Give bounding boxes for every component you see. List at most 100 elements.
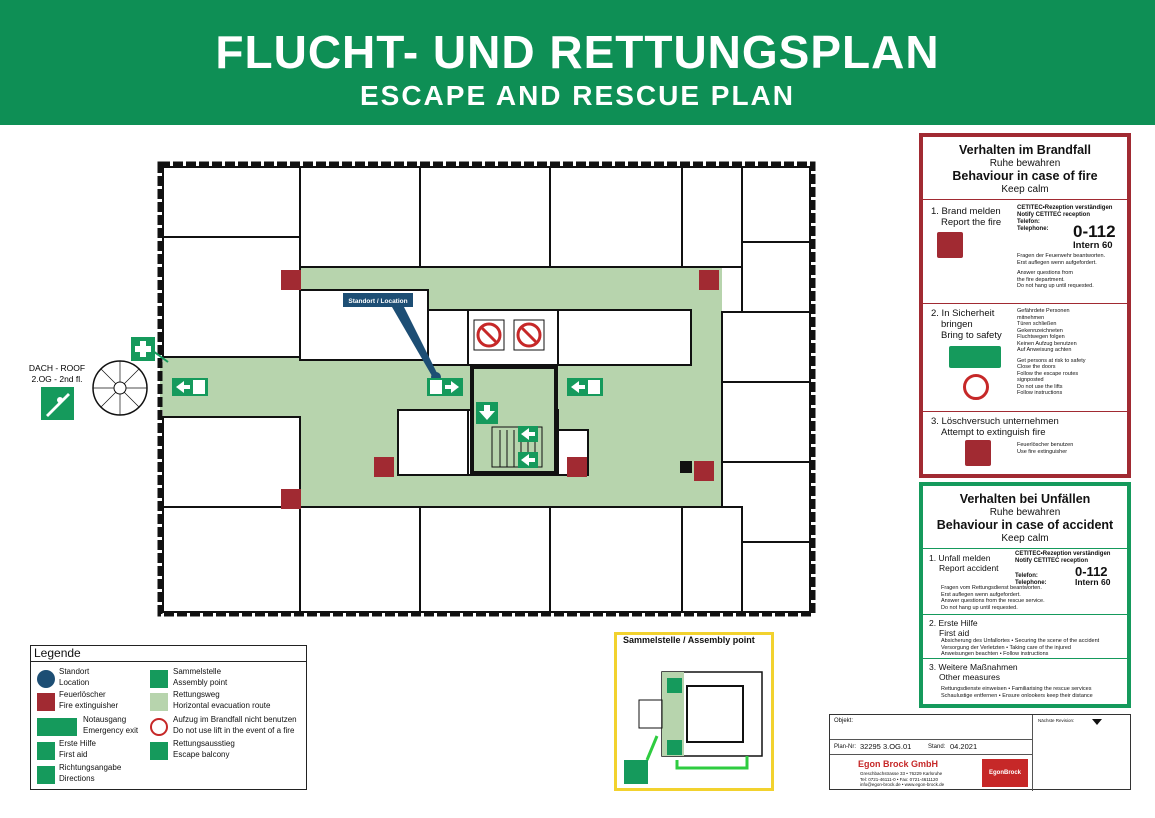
note-line: Answer questions from [1017,270,1073,276]
direction-arrow-icon [37,766,55,784]
fire-extinguisher-sign [374,457,394,477]
legend-label: Fire extinguisher [59,701,119,710]
acc-section-firstaid: 2. Erste Hilfe First aid Absicherung des… [923,615,1127,659]
legend-label: Horizontal evacuation route [173,701,271,710]
building-outer-wall [157,161,816,617]
direction-arrow-left [518,452,538,468]
acc-note: Do not hang up until requested. [941,604,1018,611]
exit-sign-center [427,378,463,396]
assembly-sketch [624,671,763,784]
revision-label: Nächste Revision: [1038,718,1075,723]
legend-title: Legende [31,646,306,662]
legend-label: Rettungsausstieg [173,739,235,748]
safety-line: Auf Anweisung achten [1017,347,1072,353]
notify-en: Notify CETITEC reception [1017,212,1091,218]
extinguish-title-en: Attempt to extinguish fire [941,427,1046,438]
legend-label: Sammelstelle [173,667,222,676]
location-icon [37,670,55,688]
fire-extinguisher-sign [567,457,587,477]
intern-number: Intern 60 [1073,240,1113,251]
note-line: the fire department. [1017,276,1065,283]
fire-phone-icon [937,232,963,258]
address-line: Tel: 0721-46111-0 • Fax: 0721-4611120 [860,776,939,782]
report-acc-de: 1. Unfall melden [929,553,991,563]
plan-label: Plan-Nr: [834,744,857,750]
plan-number: 32295 3.OG.01 [860,742,912,751]
legend-label: Standort [59,667,90,676]
note-line: Do not hang up until requested. [1017,283,1094,289]
company-logo: EgonBrock [982,759,1028,787]
safety-line: Gekennzeichneten [1017,327,1063,334]
acc-notify-en: Notify CETITEC reception [1015,558,1089,564]
fire-extinguisher-sign [694,461,714,481]
report-acc-en: Report accident [939,563,999,573]
note-line: Erst auflegen wenn aufgefordert. [1017,259,1097,266]
lift-no-use-sign-1 [473,319,505,351]
safety-title-de: 2. In Sicherheit [931,308,995,319]
escape-balcony-sign [41,387,74,420]
roof-label: DACH - ROOF [29,363,85,373]
legend-label: Assembly point [173,678,228,687]
acc-sub-de: Ruhe bewahren [989,507,1061,518]
acc-sub-en: Keep calm [1001,533,1049,544]
location-label: Standort / Location [348,298,407,305]
fire-extinguisher-icon [37,693,55,711]
extinguish-title-de: 3. Löschversuch unternehmen [931,416,1059,427]
acc-emergency-number: 0-112 [1075,564,1108,579]
acc-title-en: Behaviour in case of accident [936,518,1114,532]
address-line: Greschbachstrasse 33 • 76229 Karlsruhe [860,771,943,776]
tel-en: Telephone: [1017,226,1049,232]
fire-title-de: Verhalten im Brandfall [959,143,1091,157]
legend-label: Directions [59,774,95,783]
direction-arrow-left-2 [518,426,538,442]
assembly-title: Sammelstelle / Assembly point [623,635,755,645]
evacuation-route-icon [150,693,168,711]
lift-no-use-sign-2 [513,319,545,351]
safety-line: Follow the escape routes [1017,370,1079,377]
other-note: Schaulustige entfernen • Ensure onlooker… [941,692,1093,699]
acc-intern-number: Intern 60 [1075,577,1111,587]
acc-title-de: Verhalten bei Unfällen [959,492,1091,506]
firstaid-note: Absicherung des Unfallortes • Securing t… [941,638,1100,644]
safety-line: mitnehmen [1017,314,1045,321]
fire-sub-en: Keep calm [1001,184,1049,195]
extinguish-line: Use fire extinguisher [1017,448,1068,455]
legend-label: Notausgang [83,715,127,724]
fire-behaviour-panel: Verhalten im Brandfall Ruhe bewahren Beh… [919,133,1131,478]
exit-sign-icon [949,346,1001,368]
firstaid-note: Versorgung der Verletzten • Taking care … [941,644,1071,651]
arrow-down-icon [1092,719,1102,725]
company-name: Egon Brock GmbH [858,759,939,769]
emergency-exit-icon [37,718,77,736]
other-title-de: 3. Weitere Maßnahmen [929,662,1018,672]
safety-line: Get persons at risk to safety [1017,357,1086,364]
assembly-point-icon [150,670,168,688]
fire-section-report: 1. Brand melden Report the fire CETITEC•… [923,200,1127,304]
fire-sub-de: Ruhe bewahren [989,158,1061,169]
safety-line: Türen schließen [1017,321,1057,327]
no-lift-icon [150,718,168,736]
safety-title-de2: bringen [941,319,973,330]
tel-de: Telefon: [1017,219,1040,225]
acc-note: Erst auflegen wenn aufgefordert. [941,591,1021,598]
acc-tel-en: Telephone: [1015,580,1047,586]
floor-label: 2.OG - 2nd fl. [31,374,82,384]
fire-extinguisher-sign [699,270,719,290]
stand-label: Stand: [928,744,946,750]
legend-label: Feuerlöscher [59,690,106,699]
exit-sign-right [567,378,603,396]
exit-sign-left [172,378,208,396]
safety-line: Gefährdete Personen [1017,308,1070,314]
first-aid-sign [131,337,155,361]
stand-value: 04.2021 [950,742,978,751]
legend-label: Escape balcony [173,750,230,759]
evacuation-route-area-2 [163,360,300,413]
legend-label: First aid [59,750,88,759]
top-offices [162,166,811,613]
acc-note: Answer questions from the rescue service… [941,598,1045,604]
acc-section-report: 1. Unfall melden Report accident CETITEC… [923,549,1127,615]
safety-title-en: Bring to safety [941,330,1002,341]
acc-notify-de: CETITEC•Rezeption verständigen [1015,551,1111,557]
legend-label: Do not use lift in the event of a fire [173,726,295,735]
